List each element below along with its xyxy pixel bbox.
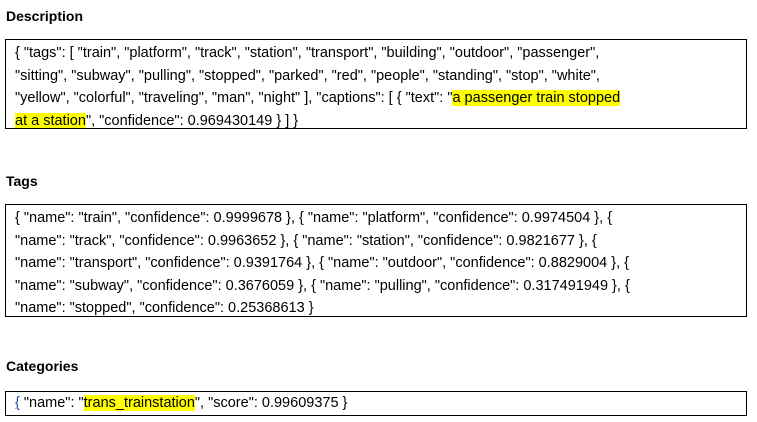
- description-json-box: { "tags": [ "train", "platform", "track"…: [5, 39, 747, 129]
- category-name-highlight: trans_trainstation: [83, 395, 195, 411]
- categories-prefix: "name": ": [19, 395, 84, 411]
- tags-json-box: { "name": "train", "confidence": 0.99996…: [5, 204, 747, 317]
- description-line-4-rest: ", "confidence": 0.969430149 } ] }: [85, 112, 299, 129]
- categories-heading: Categories: [6, 358, 79, 374]
- categories-json-box: { "name": "trans_trainstation", "score":…: [5, 391, 747, 416]
- tags-line-4: "name": "subway", "confidence": 0.367605…: [15, 277, 630, 294]
- categories-suffix: ", "score": 0.99609375 }: [194, 395, 348, 411]
- caption-highlight-part-1: a passenger train stopped: [452, 90, 621, 106]
- description-heading: Description: [6, 8, 84, 24]
- description-line-4: at a station", "confidence": 0.969430149…: [15, 110, 746, 129]
- description-line-2: "sitting", "subway", "pulling", "stopped…: [15, 67, 600, 84]
- description-line-3-text: "yellow", "colorful", "traveling", "man"…: [15, 90, 453, 106]
- description-line-3: "yellow", "colorful", "traveling", "man"…: [15, 87, 746, 110]
- tags-line-2: "name": "track", "confidence": 0.9963652…: [15, 232, 597, 249]
- tags-line-3: "name": "transport", "confidence": 0.939…: [15, 255, 629, 271]
- tags-line-5: "name": "stopped", "confidence": 0.25368…: [15, 300, 314, 316]
- tags-line-1: { "name": "train", "confidence": 0.99996…: [15, 210, 613, 226]
- caption-highlight-part-2: at a station: [15, 112, 86, 129]
- categories-brace-link[interactable]: {: [15, 395, 20, 411]
- tags-heading: Tags: [6, 173, 38, 189]
- description-line-1: { "tags": [ "train", "platform", "track"…: [15, 45, 600, 61]
